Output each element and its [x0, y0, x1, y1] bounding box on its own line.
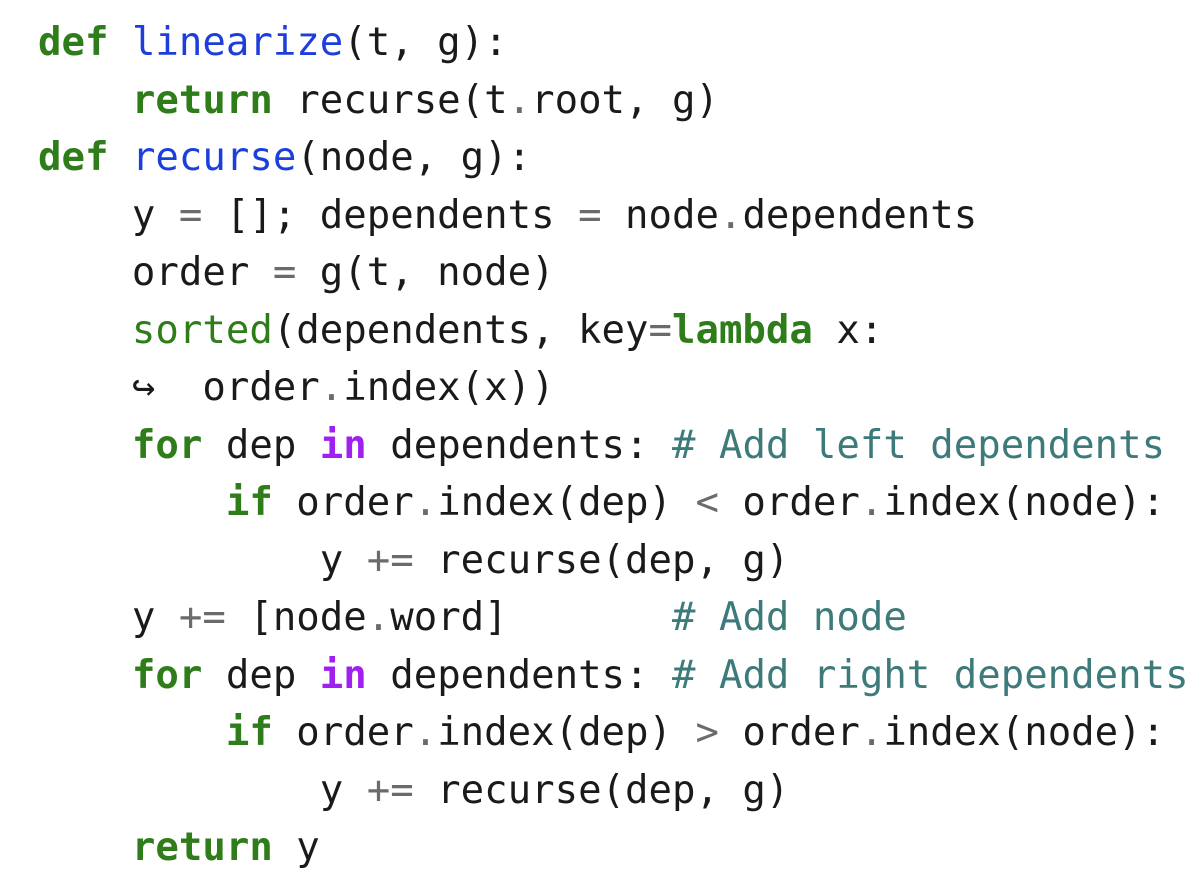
code-line: for dep in dependents: # Add right depen…: [38, 647, 1189, 705]
code-token: [38, 365, 132, 410]
code-token: [38, 480, 226, 525]
code-line: sorted(dependents, key=lambda x:: [38, 302, 1189, 360]
code-keyword: def: [38, 20, 109, 65]
code-token: index(node):: [883, 480, 1166, 525]
code-token: .: [319, 365, 344, 410]
code-line: return recurse(t.root, g): [38, 72, 1189, 130]
code-token: =: [178, 192, 203, 238]
code-token: (node, g):: [296, 135, 532, 180]
code-keyword: if: [225, 710, 273, 755]
code-token: .: [859, 710, 884, 755]
code-line: def recurse(node, g):: [38, 129, 1189, 187]
code-token: =: [578, 192, 602, 238]
code-token: +=: [366, 537, 414, 583]
code-token: +=: [178, 595, 226, 640]
code-token: .: [718, 192, 743, 238]
code-token: x:: [812, 307, 884, 353]
code-token: y: [38, 537, 367, 583]
code-token: order: [718, 710, 860, 755]
code-token: <: [695, 480, 719, 525]
code-keyword: for: [131, 422, 203, 468]
code-token: (dependents, key: [272, 307, 649, 353]
code-token: [38, 423, 132, 468]
code-function-name: recurse: [131, 135, 297, 180]
code-token: ↪: [131, 365, 156, 410]
code-token: .: [507, 77, 532, 123]
code-token: index(x)): [343, 365, 555, 410]
code-token: y: [38, 767, 367, 813]
code-token: node: [601, 192, 719, 238]
code-token: [node: [225, 595, 367, 640]
code-token: (t, g):: [343, 20, 508, 65]
code-block: def linearize(t, g): return recurse(t.ro…: [38, 14, 1189, 877]
code-token: dependents:: [366, 422, 672, 468]
code-token: dep: [202, 422, 320, 468]
code-token: root, g): [531, 77, 719, 123]
code-token: [38, 653, 132, 698]
code-token: .: [859, 480, 884, 525]
code-token: index(node):: [883, 710, 1166, 755]
code-comment: # Add left dependents: [672, 422, 1166, 468]
code-token: g(t, node): [296, 250, 555, 295]
code-token: index(dep): [437, 480, 696, 525]
code-line: y = []; dependents = node.dependents: [38, 187, 1189, 245]
code-token: y: [272, 825, 320, 870]
code-keyword: lambda: [671, 307, 813, 353]
code-token: y: [38, 595, 179, 640]
code-token: order: [718, 480, 860, 525]
code-keyword: in: [319, 652, 367, 698]
code-line: y += [node.word] # Add node: [38, 589, 1189, 647]
code-token: [38, 825, 132, 870]
code-line: for dep in dependents: # Add left depend…: [38, 417, 1189, 475]
code-token: recurse(dep, g): [413, 767, 790, 813]
code-token: .: [413, 480, 438, 525]
code-token: >: [695, 710, 719, 755]
code-function-name: linearize: [131, 20, 344, 65]
code-token: [108, 135, 131, 180]
code-token: recurse(t: [272, 77, 508, 123]
code-token: order: [272, 480, 414, 525]
code-keyword: for: [131, 652, 203, 698]
code-token: index(dep): [437, 710, 696, 755]
code-keyword: def: [38, 135, 109, 180]
code-token: y: [38, 192, 179, 238]
code-comment: # Add right dependents: [672, 652, 1189, 698]
code-token: recurse(dep, g): [413, 537, 790, 583]
code-token: +=: [366, 767, 414, 813]
code-keyword: return: [131, 77, 273, 123]
code-token: dep: [202, 652, 320, 698]
code-token: order: [272, 710, 414, 755]
code-line: if order.index(dep) < order.index(node):: [38, 474, 1189, 532]
code-token: order: [155, 365, 320, 410]
code-line: y += recurse(dep, g): [38, 532, 1189, 590]
code-line: order = g(t, node): [38, 244, 1189, 302]
code-token: word]: [390, 595, 672, 640]
code-keyword: in: [319, 422, 367, 468]
code-keyword: return: [131, 825, 273, 870]
code-token: [38, 78, 132, 123]
code-line: def linearize(t, g):: [38, 14, 1189, 72]
code-token: =: [272, 250, 297, 295]
code-comment: # Add node: [672, 595, 907, 640]
code-line: y += recurse(dep, g): [38, 762, 1189, 820]
code-token: order: [38, 250, 273, 295]
code-token: []; dependents: [202, 192, 579, 238]
code-token: [38, 308, 132, 353]
code-line: ↪ order.index(x)): [38, 359, 1189, 417]
code-token: [108, 20, 131, 65]
code-keyword: if: [225, 480, 273, 525]
code-token: .: [413, 710, 438, 755]
code-token: .: [366, 595, 391, 640]
code-token: sorted: [131, 307, 273, 353]
code-token: dependents: [742, 192, 978, 238]
code-token: =: [648, 307, 672, 353]
code-token: dependents:: [366, 652, 672, 698]
code-line: if order.index(dep) > order.index(node):: [38, 704, 1189, 762]
code-line: return y: [38, 819, 1189, 877]
code-token: [38, 710, 226, 755]
